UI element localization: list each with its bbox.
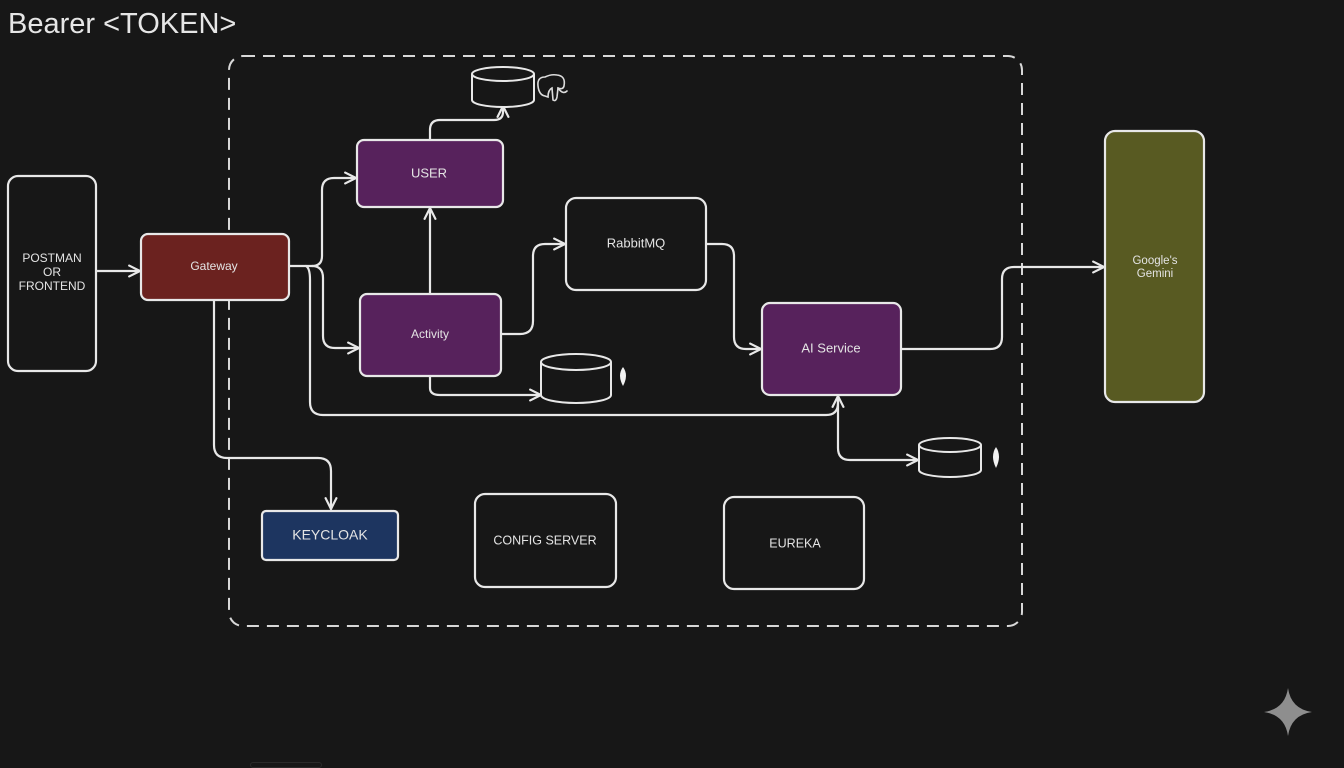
node-ai-service-label: AI Service bbox=[801, 340, 860, 355]
node-user-box bbox=[355, 138, 505, 209]
node-gemini[interactable]: Google's Gemini bbox=[1103, 129, 1206, 404]
node-client[interactable]: POSTMAN OR FRONTEND bbox=[6, 174, 98, 373]
node-ai-service[interactable]: AI Service bbox=[760, 301, 903, 397]
ai-database[interactable] bbox=[918, 437, 999, 478]
mongodb-leaf-icon bbox=[993, 447, 999, 468]
node-keycloak-label: KEYCLOAK bbox=[292, 527, 368, 543]
edge-gateway-activity bbox=[310, 264, 361, 355]
activity-database[interactable] bbox=[540, 353, 626, 404]
database-cylinder-icon bbox=[471, 66, 535, 108]
node-gateway-box bbox=[139, 232, 291, 302]
node-gemini-label-1: Google's bbox=[1132, 255, 1177, 267]
node-client-label-3: FRONTEND bbox=[19, 279, 86, 293]
scroll-indicator bbox=[250, 762, 322, 768]
node-eureka-box bbox=[722, 495, 866, 591]
node-gemini-box bbox=[1103, 129, 1206, 404]
node-client-label-2: OR bbox=[43, 265, 61, 279]
node-activity-label: Activity bbox=[411, 327, 449, 341]
edge-gateway-ai-service bbox=[304, 264, 845, 417]
sparkle-icon bbox=[1264, 688, 1312, 736]
edge-activity-activitydb bbox=[428, 374, 543, 402]
node-rabbitmq-box bbox=[564, 196, 708, 292]
edges bbox=[94, 104, 1106, 511]
node-rabbitmq[interactable]: RabbitMQ bbox=[564, 196, 708, 292]
edge-ai-service-aidb bbox=[836, 394, 920, 467]
edge-user-userdb bbox=[428, 104, 510, 142]
node-user[interactable]: USER bbox=[355, 138, 505, 209]
database-cylinder-icon bbox=[918, 437, 982, 478]
edge-activity-rabbitmq bbox=[499, 237, 567, 336]
node-gateway[interactable]: Gateway bbox=[139, 232, 291, 302]
edge-gateway-keycloak bbox=[212, 299, 338, 511]
node-config-server-box bbox=[473, 492, 618, 589]
node-client-label-1: POSTMAN bbox=[22, 251, 81, 265]
node-activity[interactable]: Activity bbox=[358, 292, 503, 378]
node-ai-service-box bbox=[760, 301, 903, 397]
node-config-server[interactable]: CONFIG SERVER bbox=[473, 492, 618, 589]
node-activity-box bbox=[358, 292, 503, 378]
node-gateway-label: Gateway bbox=[190, 259, 237, 273]
edge-rabbitmq-ai-service bbox=[704, 242, 763, 356]
mongodb-leaf-icon bbox=[620, 367, 626, 386]
user-database[interactable] bbox=[471, 66, 568, 108]
node-keycloak[interactable]: KEYCLOAK bbox=[260, 509, 400, 562]
node-client-box bbox=[6, 174, 98, 373]
node-config-server-label: CONFIG SERVER bbox=[493, 533, 596, 547]
page-title: Bearer <TOKEN> bbox=[8, 8, 237, 40]
database-cylinder-icon bbox=[540, 353, 612, 404]
node-gemini-label-2: Gemini bbox=[1137, 268, 1173, 280]
node-eureka[interactable]: EUREKA bbox=[722, 495, 866, 591]
node-eureka-label: EUREKA bbox=[769, 536, 821, 550]
edge-gateway-user bbox=[287, 171, 358, 268]
node-keycloak-box bbox=[260, 509, 400, 562]
postgresql-elephant-icon bbox=[537, 73, 568, 102]
services-boundary bbox=[228, 55, 1023, 627]
node-user-label: USER bbox=[411, 165, 447, 180]
node-rabbitmq-label: RabbitMQ bbox=[607, 235, 666, 250]
edge-ai-service-gemini bbox=[899, 260, 1106, 351]
